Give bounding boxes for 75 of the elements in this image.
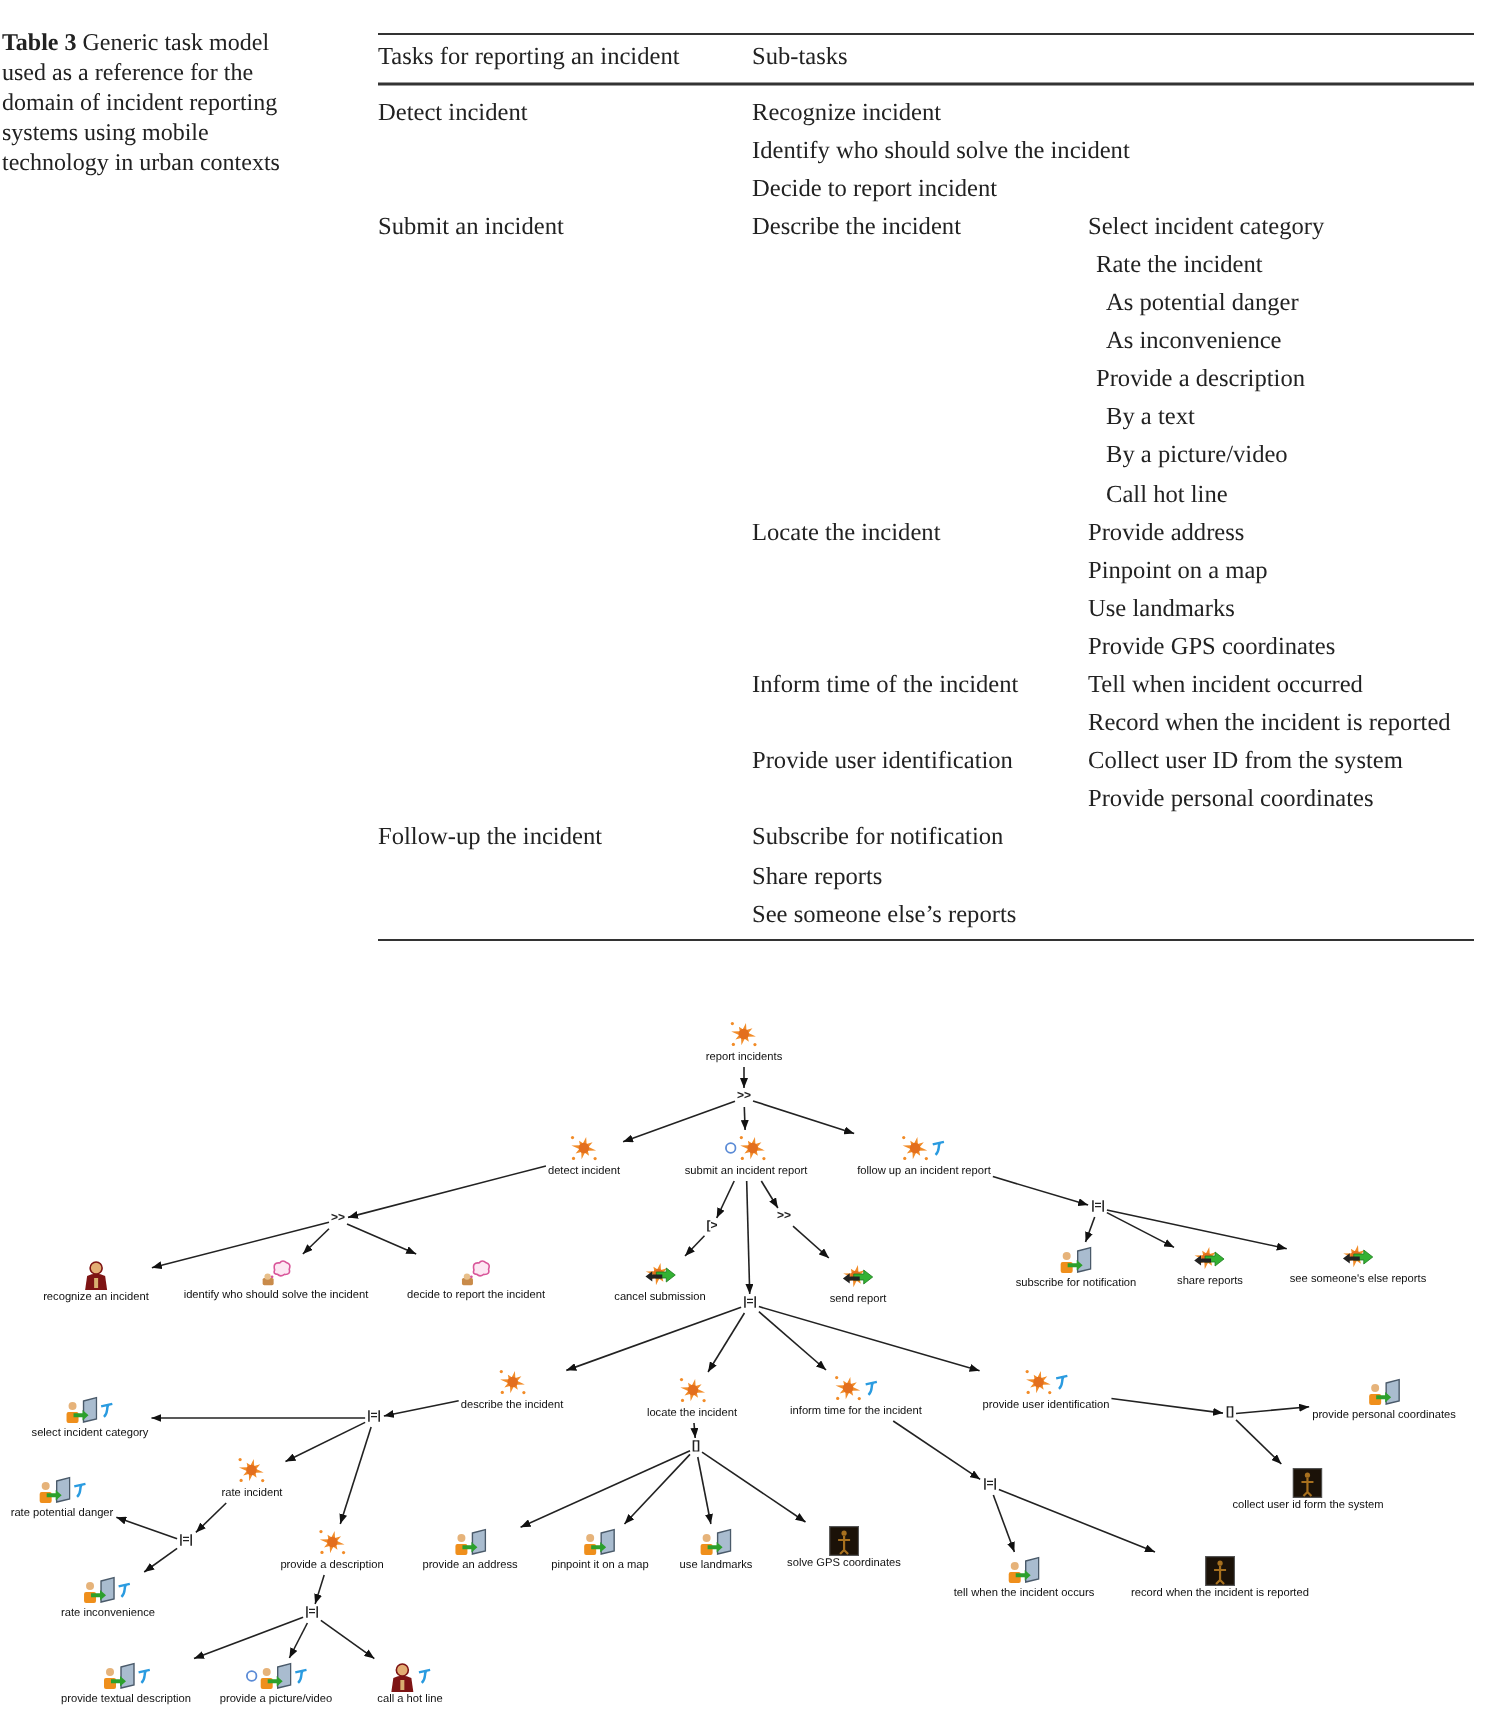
- subtask-name: Provide GPS coordinates: [1088, 631, 1336, 662]
- subtask-name: Collect user ID from the system: [1088, 746, 1403, 777]
- subtask-name: Provide user identification: [752, 746, 1013, 777]
- arrow: [383, 1400, 460, 1418]
- column-heading: Sub-tasks: [752, 41, 848, 71]
- subtask-name: See someone else’s reports: [752, 899, 1017, 930]
- subtask-name: Inform time of the incident: [752, 670, 1019, 700]
- subtask-name: Select incident category: [1088, 211, 1325, 242]
- arrow: [1106, 1211, 1175, 1249]
- arrow: [892, 1420, 981, 1481]
- arrow: [284, 1421, 366, 1463]
- arrow: [701, 1451, 807, 1523]
- subtask-name: Tell when incident occurred: [1088, 670, 1363, 700]
- task-name: Detect incident: [378, 97, 528, 127]
- arrow: [623, 1453, 691, 1525]
- arrow: [760, 1180, 779, 1209]
- arrow: [150, 1414, 366, 1422]
- arrow: [314, 1574, 325, 1605]
- arrow: [696, 1456, 713, 1525]
- subtask-name: By a picture/video: [1106, 440, 1288, 471]
- arrow: [1235, 1403, 1310, 1415]
- arrow: [1235, 1419, 1283, 1465]
- subtask-name: As potential danger: [1106, 288, 1299, 318]
- arrow: [998, 1488, 1156, 1553]
- arrow: [684, 1235, 706, 1257]
- arrow: [195, 1502, 227, 1534]
- arrow: [320, 1619, 376, 1660]
- arrow: [758, 1310, 827, 1371]
- subtask-name: Recognize incident: [752, 97, 942, 127]
- arrow: [792, 1225, 830, 1259]
- arrow: [707, 1312, 746, 1373]
- arrow: [1084, 1216, 1096, 1243]
- arrow: [565, 1306, 742, 1372]
- subtask-name: Rate the incident: [1096, 249, 1263, 280]
- subtask-name: Pinpoint on a map: [1088, 555, 1268, 586]
- table-caption: Table 3 Generic task model used as a reference for the domain of incident reporting systems using mobile technology in urban contexts: [2, 27, 282, 177]
- arrow: [143, 1547, 178, 1573]
- arrow: [992, 1494, 1016, 1553]
- subtask-name: Call hot line: [1106, 479, 1228, 509]
- arrow: [151, 1221, 330, 1270]
- subtask-name: As inconvenience: [1106, 326, 1282, 357]
- subtask-name: Use landmarks: [1088, 593, 1235, 624]
- arrow: [346, 1223, 417, 1255]
- arrow: [193, 1616, 304, 1660]
- subtask-name: Locate the incident: [752, 517, 941, 548]
- arrow: [1106, 1209, 1288, 1251]
- arrow: [115, 1516, 178, 1540]
- arrow: [740, 1066, 748, 1089]
- task-name: Submit an incident: [378, 211, 564, 242]
- arrow: [745, 1180, 754, 1295]
- task-name: Follow-up the incident: [378, 822, 603, 853]
- arrow: [740, 1106, 749, 1131]
- subtask-name: Identify who should solve the incident: [752, 135, 1130, 166]
- subtask-name: Subscribe for notification: [752, 822, 1004, 853]
- arrow: [1110, 1397, 1224, 1416]
- subtask-name: Provide personal coordinates: [1088, 784, 1374, 815]
- arrow: [622, 1100, 736, 1143]
- arrow: [758, 1305, 981, 1372]
- arrow: [992, 1175, 1089, 1206]
- arrow: [302, 1227, 330, 1255]
- subtask-name: Decide to report incident: [752, 173, 998, 204]
- arrow: [519, 1449, 691, 1528]
- arrow: [690, 1422, 699, 1439]
- arrow: [347, 1165, 547, 1219]
- arrow: [288, 1622, 309, 1659]
- column-heading: Tasks for reporting an incident: [378, 41, 680, 71]
- subtask-name: Record when the incident is reported: [1088, 708, 1451, 739]
- arrow: [339, 1426, 372, 1525]
- subtask-name: By a text: [1106, 402, 1195, 433]
- subtask-name: Provide a description: [1096, 364, 1305, 395]
- subtask-name: Provide address: [1088, 517, 1245, 548]
- subtask-name: Describe the incident: [752, 211, 961, 242]
- arrow: [752, 1100, 855, 1135]
- arrow: [715, 1180, 735, 1219]
- subtask-name: Share reports: [752, 861, 883, 891]
